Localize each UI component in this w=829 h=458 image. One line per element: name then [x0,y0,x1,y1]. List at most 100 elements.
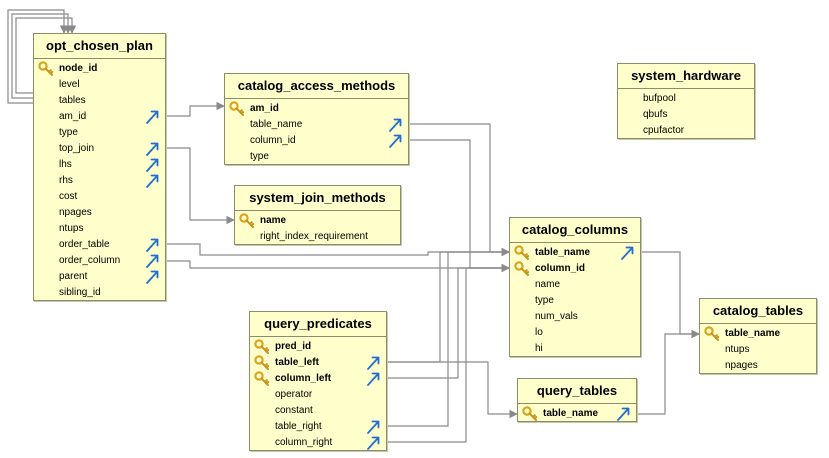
attribute-name: column_id [535,263,586,274]
arrow-up-right-icon [616,406,630,422]
attribute-row[interactable]: name [235,213,400,229]
key-icon [254,339,270,355]
attribute-row[interactable]: type [225,149,408,165]
attribute-row[interactable]: tables [34,93,165,109]
attribute-row[interactable]: operator [250,387,386,403]
attribute-row[interactable]: column_id [225,133,408,149]
attribute-row[interactable]: order_column [34,253,165,269]
attribute-list: pred_id table_left column_left operator cons… [250,337,386,451]
arrow-up-right-icon [145,253,159,269]
attribute-row[interactable]: sibling_id [34,285,165,301]
entity-title: catalog_columns [510,218,640,243]
attribute-row[interactable]: top_join [34,141,165,157]
self-ref-connector-3 [15,17,77,94]
attribute-row[interactable]: parent [34,269,165,285]
attribute-name: pred_id [275,341,312,352]
attribute-name: level [59,79,80,90]
attribute-row[interactable]: npages [34,205,165,221]
am-id-connector [166,101,225,117]
arrow-up-right-icon [145,157,159,173]
entity-title: catalog_access_methods [225,74,408,99]
attribute-row[interactable]: table_name [225,117,408,133]
key-icon [704,326,720,342]
attribute-name: hi [535,343,543,354]
attribute-name: order_table [59,239,110,250]
attribute-row[interactable]: column_right [250,435,386,451]
key-icon [514,261,530,277]
attribute-row[interactable]: right_index_requirement [235,229,400,245]
entity-title: system_join_methods [235,186,400,211]
attribute-row[interactable]: table_left [250,355,386,371]
attribute-row[interactable]: type [34,125,165,141]
attribute-row[interactable]: npages [700,358,816,374]
attribute-name: lhs [59,159,72,170]
attribute-row[interactable]: node_id [34,61,165,77]
attribute-row[interactable]: table_right [250,419,386,435]
attribute-name: ntups [59,223,84,234]
attribute-row[interactable]: ntups [34,221,165,237]
attribute-name: ntups [725,344,750,355]
attribute-row[interactable]: ntups [700,342,816,358]
attribute-row[interactable]: cost [34,189,165,205]
attribute-name: operator [275,389,313,400]
attribute-row[interactable]: type [510,293,640,309]
attribute-row[interactable]: table_name [700,326,816,342]
arrow-up-right-icon [366,355,380,371]
attribute-name: column_left [275,373,332,384]
attribute-row[interactable]: name [510,277,640,293]
attribute-name: node_id [59,63,98,74]
attribute-name: tables [59,95,86,106]
attribute-row[interactable]: pred_id [250,339,386,355]
attribute-row[interactable]: cpufactor [618,123,754,139]
attribute-row[interactable]: level [34,77,165,93]
arrow-up-right-icon [366,371,380,387]
key-icon [254,355,270,371]
attribute-row[interactable]: lo [510,325,640,341]
attribute-row[interactable]: rhs [34,173,165,189]
attribute-name: bufpool [643,93,676,104]
attribute-name: type [250,151,269,162]
arrow-up-right-icon [388,117,402,133]
attribute-row[interactable]: table_name [510,245,640,261]
attribute-row[interactable]: column_left [250,371,386,387]
entity-query-tables[interactable]: query_tables table_name [517,378,637,422]
attribute-row[interactable]: bufpool [618,91,754,107]
entity-title: catalog_tables [700,299,816,324]
attribute-name: sibling_id [59,287,101,298]
qp-column-right-connector [387,263,510,443]
attribute-row[interactable]: constant [250,403,386,419]
attribute-row[interactable]: column_id [510,261,640,277]
self-ref-connector-2 [11,13,73,99]
arrow-up-right-icon [145,237,159,253]
attribute-row[interactable]: hi [510,341,640,357]
attribute-name: table_right [275,421,322,432]
attribute-row[interactable]: am_id [225,101,408,117]
arrow-up-right-icon [145,173,159,189]
attribute-row[interactable]: am_id [34,109,165,125]
attribute-name: lo [535,327,543,338]
attribute-name: cpufactor [643,125,685,136]
arrow-up-right-icon [366,435,380,451]
attribute-row[interactable]: table_name [518,406,636,422]
attribute-row[interactable]: lhs [34,157,165,173]
attribute-name: parent [59,271,88,282]
attribute-name: name [535,279,561,290]
attribute-row[interactable]: order_table [34,237,165,253]
attribute-name: qbufs [643,109,668,120]
attribute-row[interactable]: num_vals [510,309,640,325]
attribute-name: npages [59,207,92,218]
key-icon [239,213,255,229]
key-icon [38,61,54,77]
attribute-row[interactable]: qbufs [618,107,754,123]
arrow-up-right-icon [366,419,380,435]
